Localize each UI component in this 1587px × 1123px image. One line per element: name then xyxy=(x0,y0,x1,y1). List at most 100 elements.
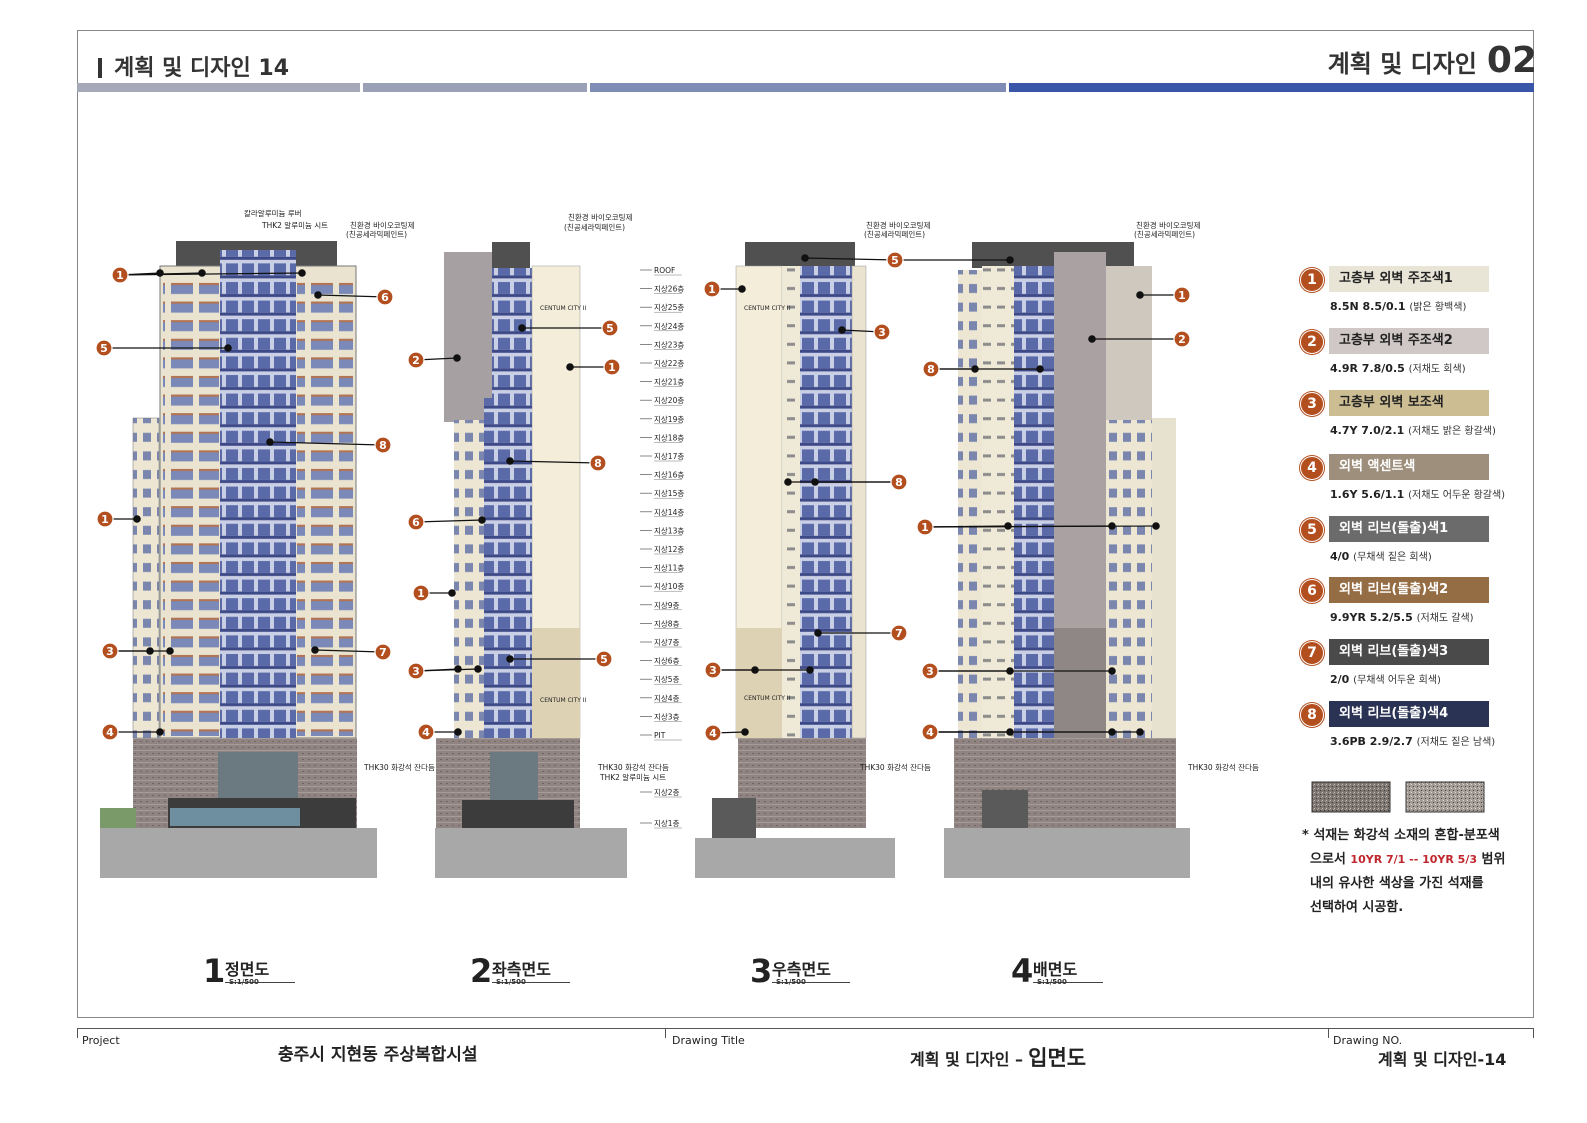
leader-dot xyxy=(478,516,486,524)
floor-label: 지상9층 xyxy=(654,600,680,610)
floor-label: 지상2층 xyxy=(654,787,680,797)
legend-code: 9.9YR 5.2/5.5 (저채도 갈색) xyxy=(1330,611,1474,624)
callout-number: 3 xyxy=(926,665,934,678)
callout-marker-1: 1 xyxy=(603,358,621,376)
leader-dot xyxy=(506,457,514,465)
thk2-note: THK2 알루미늄 시트 xyxy=(261,221,328,230)
callout-marker-4: 4 xyxy=(704,724,722,742)
callout-marker-6: 6 xyxy=(407,513,425,531)
caption-back: 4 배면도 S:1/500 xyxy=(1011,952,1103,990)
callout-marker-7: 7 xyxy=(890,624,908,642)
callout-number: 4 xyxy=(926,726,934,739)
leader-dot xyxy=(1036,365,1044,373)
callout-number: 5 xyxy=(600,653,608,666)
footer-rule xyxy=(77,1028,1534,1029)
legend-code: 2/0 (무채색 어두운 회색) xyxy=(1330,673,1441,686)
callout-markers: 115346871261345185153887345121348 xyxy=(95,251,1191,742)
callout-marker-8: 8 xyxy=(374,436,392,454)
callout-marker-2: 2 xyxy=(407,351,425,369)
footer-tick-2 xyxy=(665,1028,666,1038)
centum-sign-3: CENTUM CITY II xyxy=(744,305,791,312)
callout-number: 1 xyxy=(417,587,425,600)
callout-number: 1 xyxy=(921,521,929,534)
legend-swatch: 외벽 리브(돌출)색4 xyxy=(1329,701,1489,727)
leader-dot xyxy=(198,269,206,277)
floor-label: 지상21층 xyxy=(654,377,684,387)
caption-right-number: 3 xyxy=(750,952,773,990)
caption-back-scale: S:1/500 xyxy=(1037,978,1067,986)
caption-back-label: 배면도 xyxy=(1033,956,1103,983)
callout-marker-3: 3 xyxy=(407,662,425,680)
callout-marker-8: 8 xyxy=(922,360,940,378)
caption-back-number: 4 xyxy=(1011,952,1034,990)
leader-dot xyxy=(506,655,514,663)
caption-right-label: 우측면도 xyxy=(772,956,850,983)
stone-note-line1: * 석재는 화강석 소재의 혼합-분포색 xyxy=(1302,828,1500,843)
callout-number: 7 xyxy=(895,627,903,640)
caption-front-number: 1 xyxy=(203,952,226,990)
coating-note-left-2: (친공세라믹페인트) xyxy=(564,222,625,232)
floor-label: 지상25층 xyxy=(654,302,684,312)
callout-number: 8 xyxy=(379,439,387,452)
floor-label: 지상17층 xyxy=(654,451,684,461)
floor-label: 지상26층 xyxy=(654,284,684,294)
coating-note-back-2: (친공세라믹페인트) xyxy=(1134,229,1195,239)
callout-number: 4 xyxy=(422,726,430,739)
leader-dot xyxy=(741,728,749,736)
callout-marker-3: 3 xyxy=(921,662,939,680)
footer-tick-1 xyxy=(77,1028,78,1038)
leader-dot xyxy=(133,515,141,523)
floor-label: 지상22층 xyxy=(654,358,684,368)
floor-label: 지상6층 xyxy=(654,656,680,666)
caption-right-scale: S:1/500 xyxy=(776,978,806,986)
callout-number: 5 xyxy=(100,342,108,355)
callout-number: 3 xyxy=(412,665,420,678)
stone-note-line2: 으로서 10YR 7/1 -- 10YR 5/3 범위 xyxy=(1310,852,1506,867)
callout-number: 4 xyxy=(709,727,717,740)
caption-right: 3 우측면도 S:1/500 xyxy=(750,952,850,990)
drawing-title-b: 입면도 xyxy=(1028,1046,1087,1070)
granite-swatch-light xyxy=(1405,781,1485,813)
leader-dot xyxy=(314,291,322,299)
callout-marker-2: 2 xyxy=(1173,330,1191,348)
drawing-title-label: Drawing Title xyxy=(672,1034,745,1047)
marker-icon: 2 xyxy=(1300,330,1324,354)
marker-icon: 5 xyxy=(1300,518,1324,542)
callout-marker-7: 7 xyxy=(374,643,392,661)
floor-label: 지상1층 xyxy=(654,818,680,828)
floor-label: 지상12층 xyxy=(654,544,684,554)
legend-swatch: 외벽 리브(돌출)색2 xyxy=(1329,577,1489,603)
caption-front-label: 정면도 xyxy=(225,956,295,983)
caption-front: 1 정면도 S:1/500 xyxy=(203,952,295,990)
callout-marker-4: 4 xyxy=(921,723,939,741)
callout-marker-4: 4 xyxy=(417,723,435,741)
callout-marker-1: 1 xyxy=(703,280,721,298)
header-bar-2 xyxy=(363,83,587,92)
floor-label: 지상18층 xyxy=(654,432,684,442)
callout-number: 1 xyxy=(708,283,716,296)
centum-sign-2: CENTUM CITY II xyxy=(540,697,587,704)
callout-marker-1: 1 xyxy=(412,584,430,602)
granite-note-back: THK30 화강석 잔다듬 xyxy=(1187,762,1259,772)
legend-swatch: 외벽 액센트색 xyxy=(1329,454,1489,480)
callout-number: 1 xyxy=(101,513,109,526)
caption-front-scale: S:1/500 xyxy=(229,978,259,986)
floor-label: ROOF xyxy=(654,266,675,275)
leader-dot xyxy=(311,646,319,654)
floor-label: 지상19층 xyxy=(654,414,684,424)
callout-marker-1: 1 xyxy=(96,510,114,528)
stone-note-line3: 내의 유사한 색상을 가진 석재를 xyxy=(1310,876,1484,891)
leader-dot xyxy=(814,629,822,637)
drawing-title-a: 계획 및 디자인 – xyxy=(910,1050,1024,1069)
footer-tick-3 xyxy=(1328,1028,1329,1038)
callout-number: 6 xyxy=(381,291,389,304)
floor-label: 지상5층 xyxy=(654,674,680,684)
legend-code: 4/0 (무채색 짙은 회색) xyxy=(1330,550,1432,563)
drawing-title: 계획 및 디자인 – 입면도 xyxy=(910,1042,1086,1072)
back-elevation xyxy=(944,242,1190,878)
coating-note-right: 친환경 바이오코팅제 xyxy=(866,220,931,230)
callout-marker-6: 6 xyxy=(376,288,394,306)
marker-icon: 1 xyxy=(1300,268,1324,292)
leader-dot xyxy=(784,478,792,486)
coating-note-right-2: (친공세라믹페인트) xyxy=(864,229,925,239)
